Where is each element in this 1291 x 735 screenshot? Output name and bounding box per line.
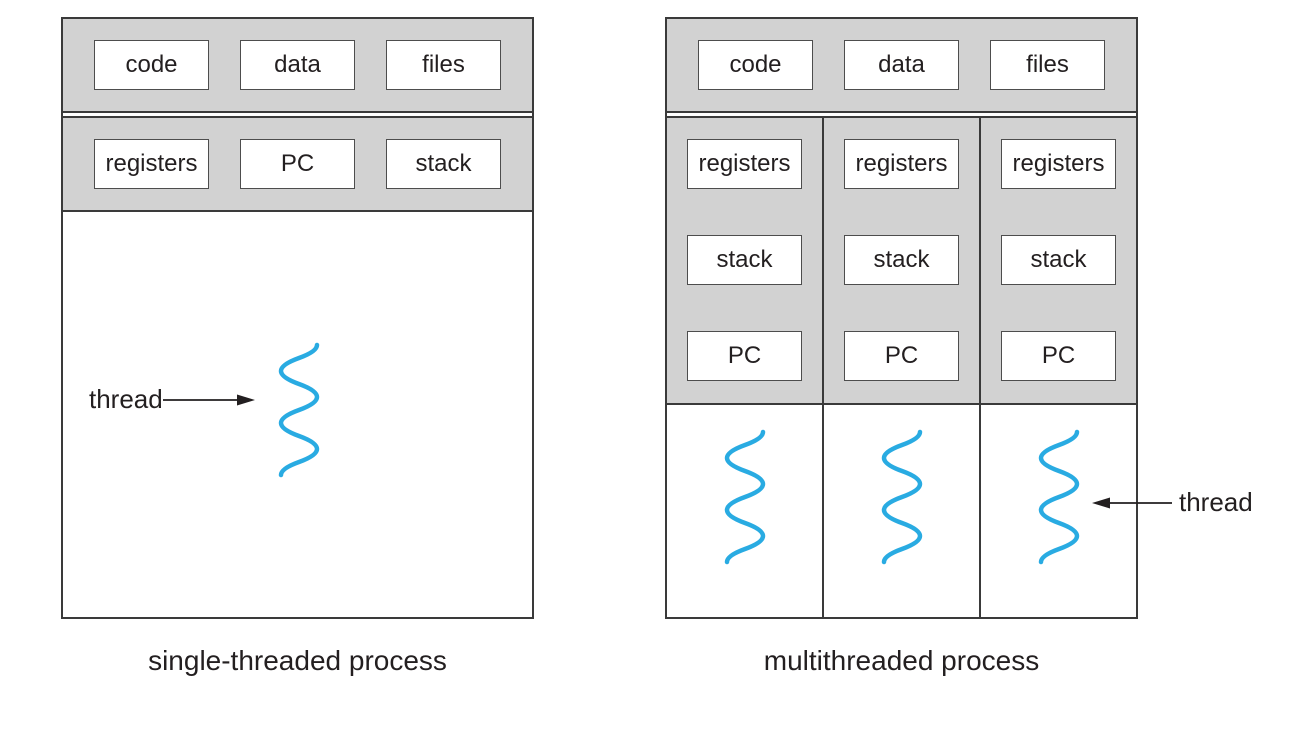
thread-3-area [981,405,1136,617]
band-divider-gap [63,113,532,116]
stack-box: stack [844,235,959,285]
code-box: code [94,40,209,90]
files-box: files [386,40,501,90]
thread-1-state-band: registers stack PC [667,118,822,405]
multithreaded-process-diagram: code data files registers stack PC [665,17,1138,619]
right-shared-resources-band: code data files [667,19,1136,113]
pc-box: PC [1001,331,1116,381]
thread-3-state-band: registers stack PC [981,118,1136,405]
thread-columns: registers stack PC registers stack PC [667,116,1136,617]
data-box: data [240,40,355,90]
right-caption: multithreaded process [763,645,1040,676]
pc-box: PC [240,139,355,189]
thread-squiggle-icon [881,429,922,565]
thread-squiggle-icon [724,429,765,565]
arrow-right-icon [162,394,255,405]
data-box: data [844,40,959,90]
thread-column-2: registers stack PC [822,118,979,617]
thread-squiggle-icon [1038,429,1079,565]
stack-box: stack [687,235,802,285]
files-box: files [990,40,1105,90]
right-thread-annotation: thread [1092,487,1253,518]
thread-label: thread [1179,487,1253,517]
thread-1-area [667,405,822,617]
stack-box: stack [386,139,501,189]
thread-2-state-band: registers stack PC [824,118,979,405]
thread-column-1: registers stack PC [667,118,822,617]
thread-2-area [824,405,979,617]
left-thread-area: thread [63,212,532,617]
registers-box: registers [94,139,209,189]
arrow-left-icon [1092,497,1172,508]
band-divider-gap [667,113,1136,116]
pc-box: PC [687,331,802,381]
thread-column-3: registers stack PC [979,118,1136,617]
single-threaded-process-diagram: code data files registers PC stack threa… [61,17,534,619]
pc-box: PC [844,331,959,381]
left-thread-annotation: thread [89,384,255,415]
stack-box: stack [1001,235,1116,285]
left-shared-resources-band: code data files [63,19,532,113]
registers-box: registers [1001,139,1116,189]
thread-squiggle-icon [278,342,320,478]
registers-box: registers [687,139,802,189]
left-caption: single-threaded process [148,645,447,676]
registers-box: registers [844,139,959,189]
left-thread-state-band: registers PC stack [63,116,532,212]
code-box: code [698,40,813,90]
thread-label: thread [89,384,163,414]
